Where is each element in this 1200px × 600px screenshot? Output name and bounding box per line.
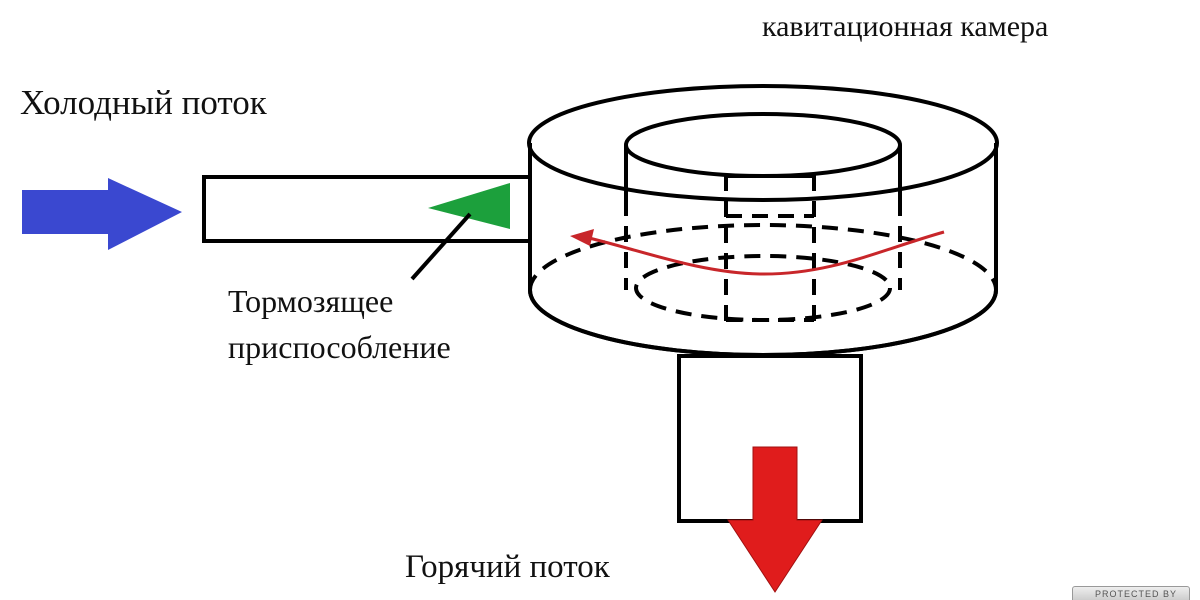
cold-flow-label: Холодный поток (20, 83, 268, 122)
swirl-arrowhead-icon (570, 229, 594, 246)
brake-device-icon (428, 183, 510, 229)
chamber-label: кавитационная камера (762, 10, 1048, 43)
brake-label-line2: приспособление (228, 329, 451, 365)
watermark-badge: PROTECTED BY (1072, 586, 1190, 600)
cold-flow-arrow-icon (22, 178, 182, 250)
swirl-flow-path (584, 230, 945, 276)
hot-flow-arrow-icon (727, 446, 823, 593)
cavitation-chamber (527, 84, 999, 357)
brake-pointer-line (410, 212, 472, 281)
brake-label-line1: Тормозящее (228, 283, 393, 319)
hot-flow-label: Горячий поток (405, 549, 611, 585)
